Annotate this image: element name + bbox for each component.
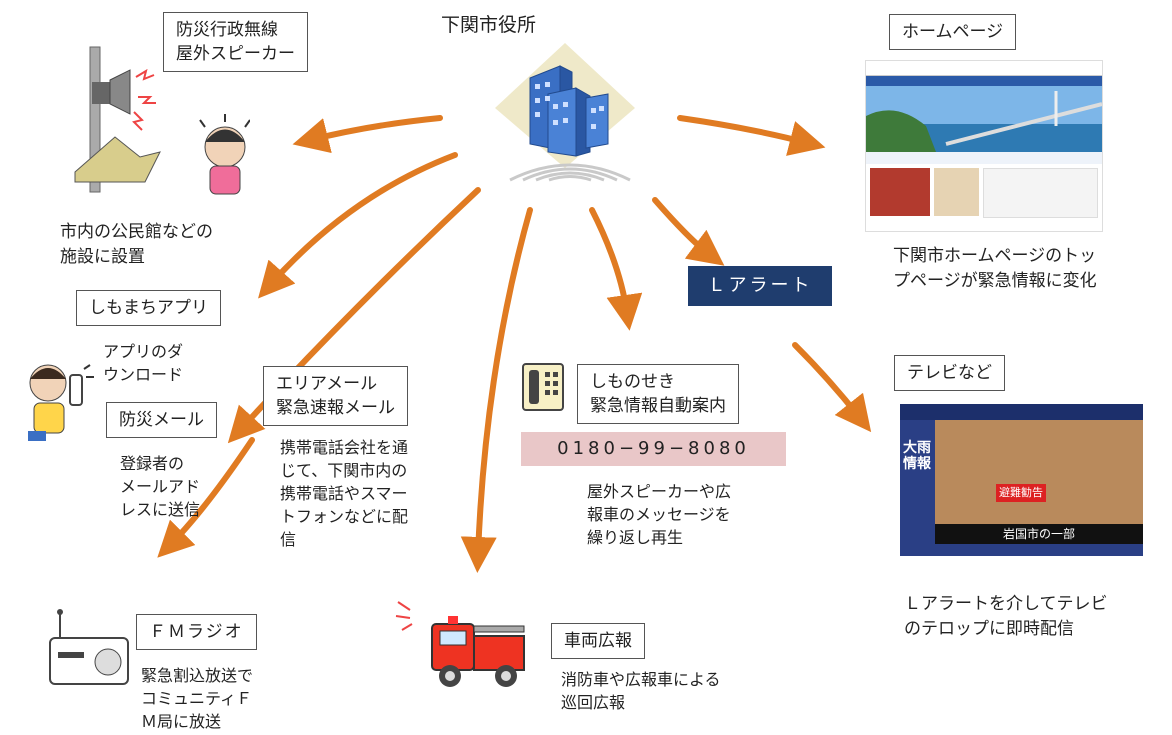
mail-desc-line2: メールアド: [120, 477, 201, 496]
fm-desc-line2: コミュニティＦ: [141, 689, 253, 708]
mail-desc-line3: レスに送信: [120, 500, 201, 519]
tv-desc-line2: のテロップに即時配信: [904, 619, 1074, 639]
fm-desc: 緊急割込放送で コミュニティＦ Ｍ局に放送: [141, 664, 253, 733]
phone-desc-line1: 屋外スピーカーや広: [587, 482, 732, 501]
vehicle-title-box: 車両広報: [551, 623, 645, 659]
tv-desc-line1: Ｌアラートを介してテレビ: [904, 594, 1108, 614]
phone-desc-line2: 報車のメッセージを: [587, 505, 731, 524]
arrow-to-homepage: [677, 115, 826, 156]
homepage-desc-line1: 下関市ホームページのトッ: [893, 246, 1097, 266]
arrow-to-fm: [157, 437, 255, 558]
city-hall-building-icon: [495, 43, 635, 168]
tv-screenshot: 大雨情報 避難勧告 岩国市の一部: [900, 404, 1143, 556]
phone-title-line2: 緊急情報自動案内: [590, 396, 726, 416]
arrow-to-phone: [589, 207, 643, 331]
app-desc-line1: アプリのダ: [103, 342, 184, 361]
area-mail-desc-line4: トフォンなどに配: [280, 507, 409, 526]
arrow-to-lalert: [652, 197, 725, 266]
speaker-desc: 市内の公民館などの 施設に設置: [60, 220, 213, 270]
area-mail-title-line1: エリアメール: [276, 374, 378, 394]
tv-desc: Ｌアラートを介してテレビ のテロップに即時配信: [904, 592, 1108, 642]
arrow-to-vehicle: [460, 207, 533, 573]
speaker-title-box: 防災行政無線 屋外スピーカー: [163, 12, 308, 72]
fm-desc-line1: 緊急割込放送で: [141, 666, 254, 685]
city-hall-label: 下関市役所: [441, 14, 537, 36]
tv-footer-caption: 岩国市の一部: [935, 524, 1143, 544]
radio-icon: [49, 609, 129, 685]
speaker-title-line2: 屋外スピーカー: [176, 44, 295, 64]
phone-title-line1: しものせき: [590, 372, 675, 392]
person-surprised-icon: [199, 114, 250, 195]
area-mail-desc-line2: じて、下関市内の: [280, 461, 408, 480]
tv-alert-badge: 避難勧告: [996, 484, 1046, 502]
speaker-desc-line1: 市内の公民館などの: [60, 222, 213, 242]
phone-number: 0180−99−8080: [521, 432, 786, 466]
homepage-desc-line2: プページが緊急情報に変化: [893, 271, 1097, 291]
phone-desc-line3: 繰り返し再生: [587, 528, 684, 547]
lalert-label: Ｌアラート: [688, 266, 832, 306]
homepage-desc: 下関市ホームページのトッ プページが緊急情報に変化: [893, 244, 1097, 294]
vehicle-desc-line1: 消防車や広報車による: [561, 670, 721, 689]
area-mail-title-line2: 緊急速報メール: [276, 398, 395, 418]
app-desc-line2: ウンロード: [103, 365, 184, 384]
fm-desc-line3: Ｍ局に放送: [141, 712, 222, 731]
homepage-screenshot: [865, 60, 1103, 232]
telephone-icon: [522, 363, 564, 411]
speaker-desc-line2: 施設に設置: [60, 247, 145, 267]
vehicle-desc-line2: 巡回広報: [561, 693, 626, 712]
mail-desc: 登録者の メールアド レスに送信: [120, 452, 200, 521]
phone-desc: 屋外スピーカーや広 報車のメッセージを 繰り返し再生: [587, 480, 731, 549]
phone-title-box: しものせき 緊急情報自動案内: [577, 364, 739, 424]
speaker-title-line1: 防災行政無線: [176, 20, 278, 40]
area-mail-desc-line3: 携帯電話やスマー: [280, 484, 408, 503]
vehicle-desc: 消防車や広報車による 巡回広報: [561, 668, 721, 714]
outdoor-speaker-illustration: [74, 46, 250, 195]
area-mail-desc-line1: 携帯電話会社を通: [280, 438, 409, 457]
tv-vertical-caption: 大雨情報: [903, 440, 931, 472]
fm-title-box: ＦＭラジオ: [136, 614, 257, 650]
mail-title-box: 防災メール: [106, 402, 217, 438]
arrow-to-app: [258, 152, 458, 299]
fire-truck-icon: [395, 601, 525, 687]
arrow-to-speaker: [292, 115, 443, 154]
app-title-box: しもまちアプリ: [76, 290, 221, 326]
area-mail-title-box: エリアメール 緊急速報メール: [263, 366, 408, 426]
area-mail-desc: 携帯電話会社を通 じて、下関市内の 携帯電話やスマー トフォンなどに配 信: [280, 436, 408, 551]
broadcast-waves-icon: [509, 163, 631, 182]
homepage-title-box: ホームページ: [889, 14, 1017, 50]
mail-desc-line1: 登録者の: [120, 454, 185, 473]
app-desc: アプリのダ ウンロード: [103, 340, 183, 386]
arrow-to-tv: [792, 342, 872, 433]
tv-title-box: テレビなど: [894, 355, 1005, 391]
area-mail-desc-line5: 信: [280, 530, 297, 549]
person-with-phone-icon: [28, 364, 94, 441]
